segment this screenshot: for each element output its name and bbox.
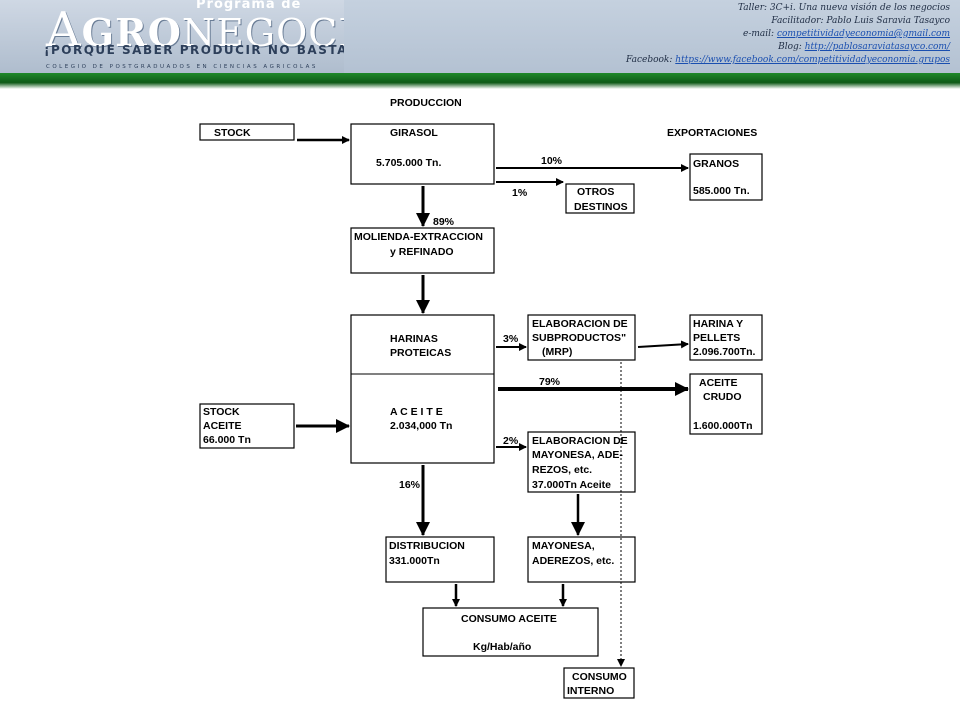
girasol-label: GIRASOL [390,127,438,139]
granos-box [689,153,763,201]
mayonesa-box [527,536,636,583]
consumo-aceite-unit: Kg/Hab/año [473,641,531,653]
stock-box [199,123,295,141]
stock-label: STOCK [214,127,251,139]
aceite-crudo-label-1: ACEITE [699,377,738,389]
girasol-box [350,123,495,185]
elab-mayonesa-box [527,431,636,493]
aceite-label: A C E I T E [390,406,443,418]
email-link[interactable]: competitividadyeconomia@gmail.com [776,29,950,39]
aceite-crudo-box [689,373,763,435]
elab-may-label-3: REZOS, etc. [532,464,592,476]
email-line: e-mail: competitividadyeconomia@gmail.co… [743,29,950,39]
elab-subproductos-box [527,314,636,361]
pct-1-label: 1% [512,187,528,199]
exportaciones-label: EXPORTACIONES [667,127,757,139]
pct-10-label: 10% [541,155,563,167]
facebook-line: Facebook: https://www.facebook.com/compe… [625,55,950,65]
harina-pellets-value: 2.096.700Tn. [693,346,756,358]
stock-aceite-value: 66.000 Tn [203,434,251,446]
consumo-aceite-label: CONSUMO ACEITE [461,613,557,625]
destinos-label: DESTINOS [574,201,628,213]
harinas-aceite-box [350,314,495,464]
distribucion-value: 331.000Tn [389,555,440,567]
pct-3-label: 3% [503,333,519,345]
pct-89-label: 89% [433,216,455,228]
consumo-interno-label-1: CONSUMO [572,671,627,683]
distribucion-box [385,536,495,583]
blog-line: Blog: http://pablosaraviatasayco.com/ [778,42,950,52]
otros-label: OTROS [577,186,614,198]
granos-value: 585.000 Tn. [693,185,750,197]
elab-sub-label-2: SUBPRODUCTOS" [532,332,626,344]
molienda-label: MOLIENDA-EXTRACCION [354,231,483,243]
elab-may-label-2: MAYONESA, ADE- [532,449,623,461]
taller-text: Taller: 3C+i. Una nueva visión de los ne… [737,3,950,13]
elab-may-value: 37.000Tn Aceite [532,479,611,491]
logo-slogan: ¡PORQUE SABER PRODUCIR NO BASTA! [44,43,355,57]
consumo-interno-label-2: INTERNO [567,685,614,697]
harinas-label: HARINAS [390,333,438,345]
aceite-crudo-label-2: CRUDO [703,391,742,403]
consumo-aceite-box [422,607,599,657]
stock-aceite-box [199,403,295,449]
produccion-label: PRODUCCION [390,97,462,109]
girasol-value: 5.705.000 Tn. [376,157,441,169]
facebook-link[interactable]: https://www.facebook.com/competitividady… [675,55,950,65]
pct-2-label: 2% [503,435,519,447]
stock-aceite-label-2: ACEITE [203,420,242,432]
logo-college: COLEGIO DE POSTGRADUADOS EN CIENCIAS AGR… [46,64,318,70]
mayonesa-label-1: MAYONESA, [532,540,595,552]
granos-label: GRANOS [693,158,739,170]
aceite-crudo-value: 1.600.000Tn [693,420,753,432]
arrow-to-harina-pellets [637,340,689,349]
refinado-label: y REFINADO [390,246,454,258]
header-green-band [0,73,960,89]
harina-pellets-label-2: PELLETS [693,332,740,344]
elab-sub-label-3: (MRP) [542,346,572,358]
pct-16-label: 16% [399,479,421,491]
harina-pellets-label-1: HARINA Y [693,318,743,330]
header-banner: Programa de AGRONEGOCIOS ¡PORQUE SABER P… [0,0,960,75]
proteicas-label: PROTEICAS [390,347,451,359]
molienda-box [350,227,495,274]
consumo-interno-box [563,667,635,699]
elab-sub-label-1: ELABORACION DE [532,318,628,330]
facilitador-text: Facilitador: Pablo Luis Saravia Tasayco [771,16,950,26]
course-info-panel: Taller: 3C+i. Una nueva visión de los ne… [344,0,960,75]
pct-79-label: 79% [539,376,561,388]
logo-program-text: Programa de [196,0,302,12]
stock-aceite-label-1: STOCK [203,406,240,418]
harina-pellets-box [689,314,763,361]
otros-destinos-box [565,183,635,214]
blog-link[interactable]: http://pablosaraviatasayco.com/ [804,42,950,52]
aceite-value: 2.034,000 Tn [390,420,452,432]
mayonesa-label-2: ADEREZOS, etc. [532,555,614,567]
distribucion-label: DISTRIBUCION [389,540,465,552]
elab-may-label-1: ELABORACION DE [532,435,628,447]
